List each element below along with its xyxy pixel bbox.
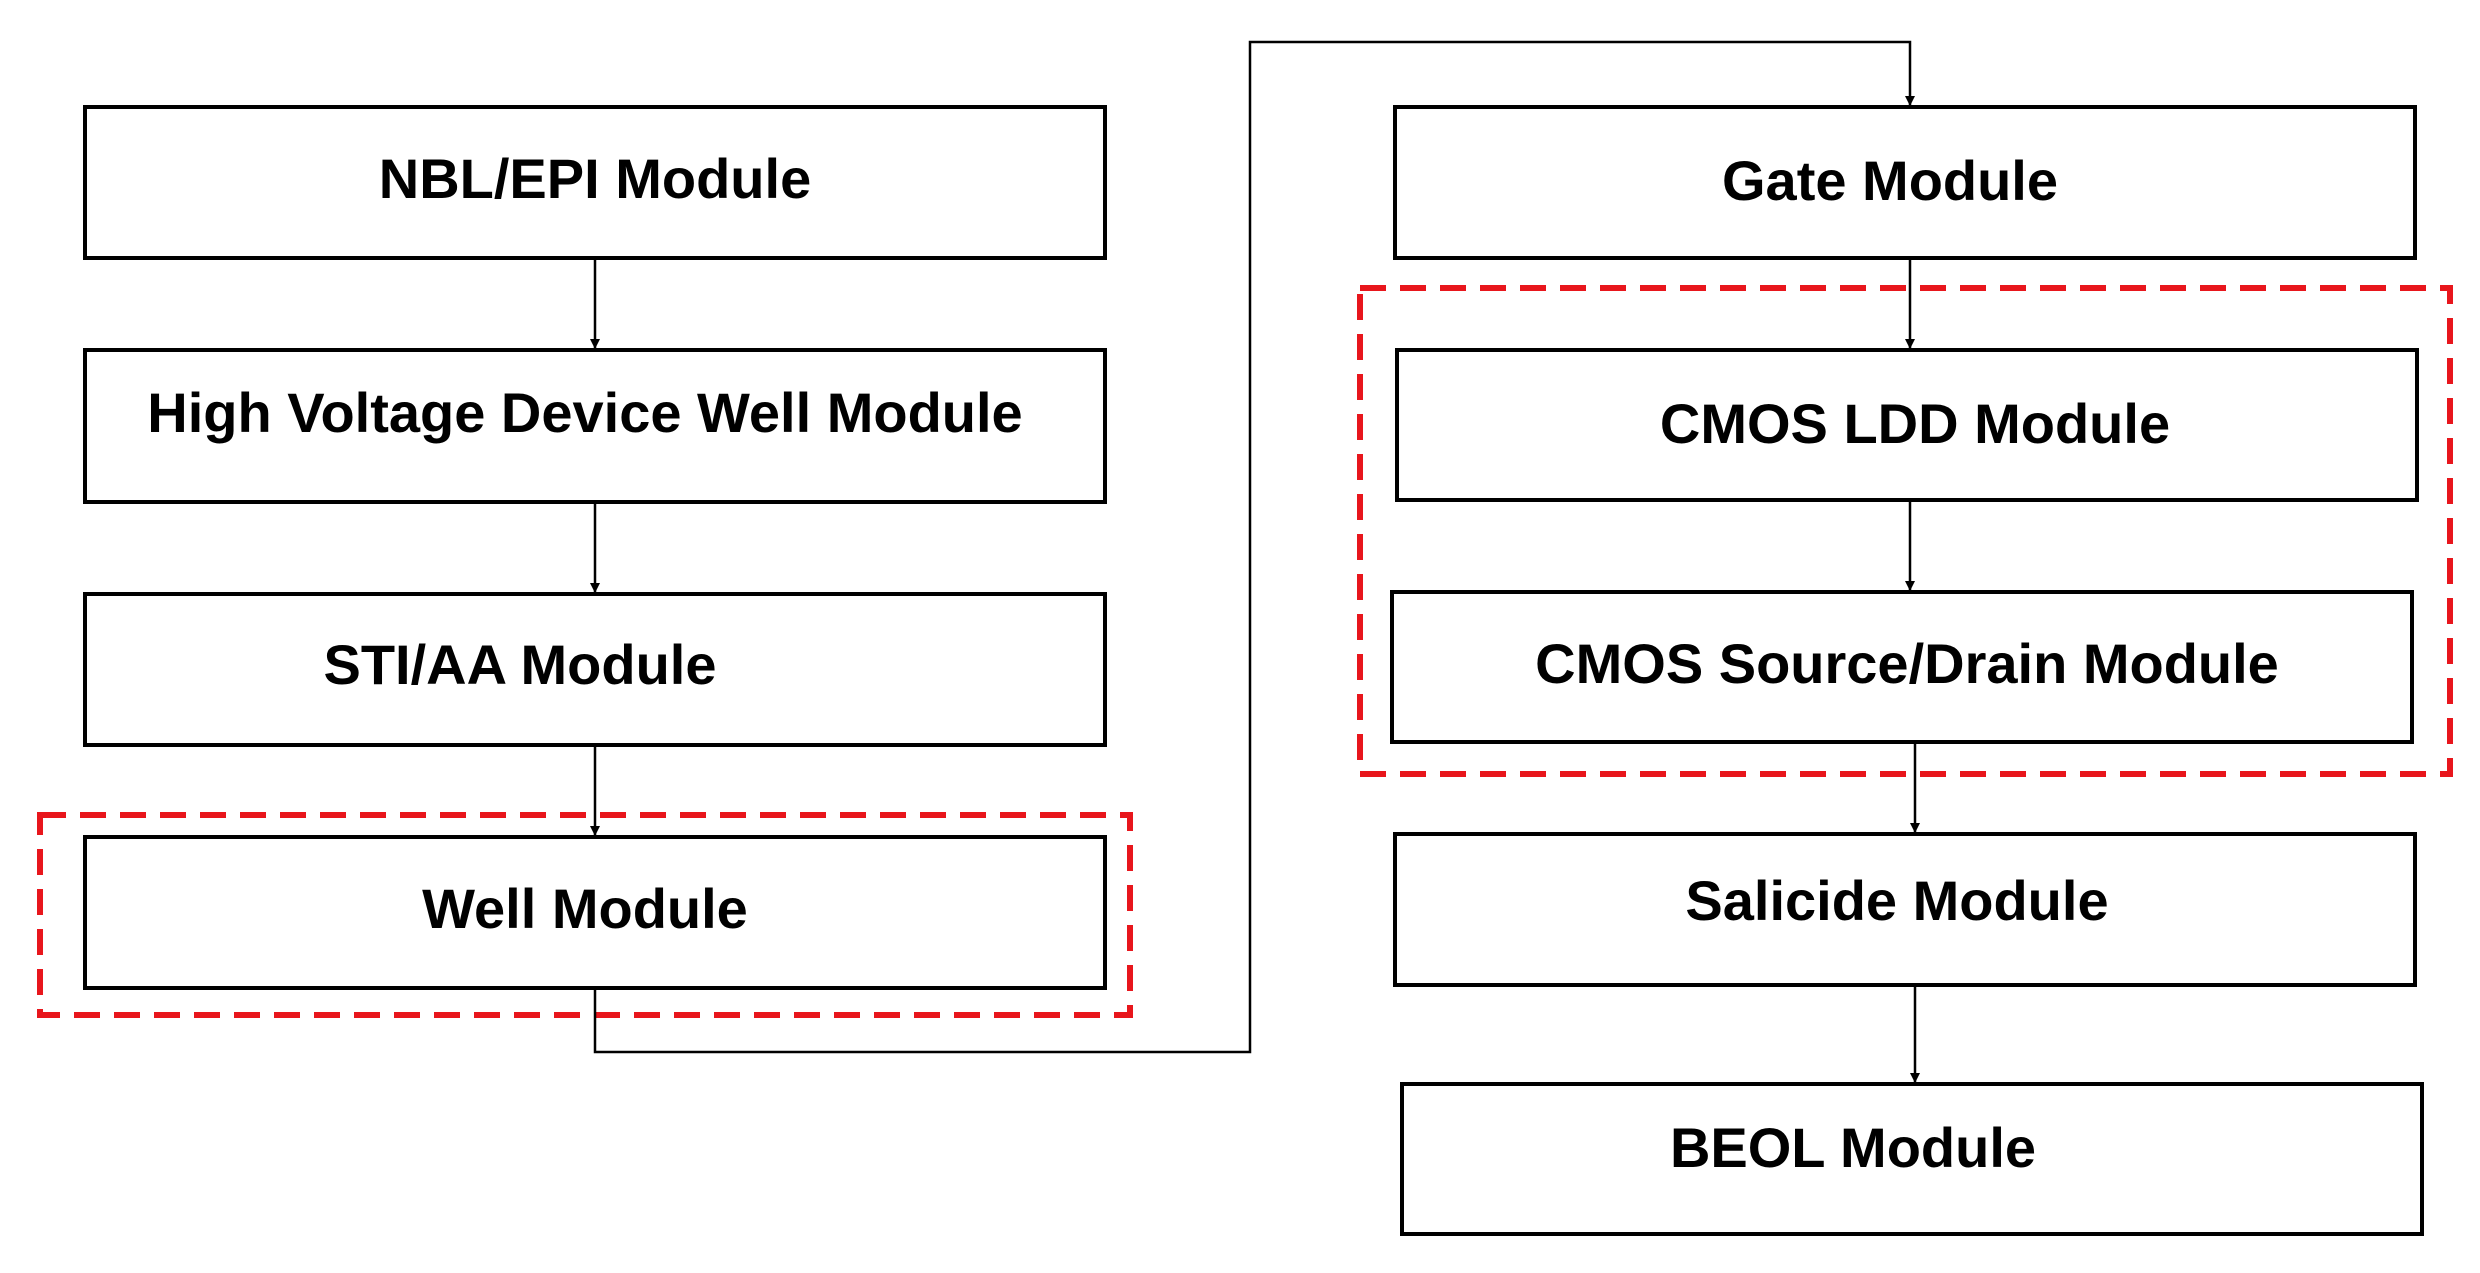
module-label: Well Module (422, 877, 748, 940)
module-box-cmos-ldd: CMOS LDD Module (1395, 348, 2419, 502)
module-box-cmos-source-drain: CMOS Source/Drain Module (1390, 590, 2414, 744)
module-label: BEOL Module (1670, 1116, 2036, 1179)
module-box-sti-aa: STI/AA Module (83, 592, 1107, 747)
module-box-gate: Gate Module (1393, 105, 2417, 260)
module-box-salicide: Salicide Module (1393, 832, 2417, 987)
module-box-nbl-epi: NBL/EPI Module (83, 105, 1107, 260)
highlight-well-module (37, 812, 1133, 1018)
module-box-well: Well Module (83, 835, 1107, 990)
module-box-beol: BEOL Module (1400, 1082, 2424, 1236)
module-label: Salicide Module (1685, 869, 2108, 932)
module-label: NBL/EPI Module (379, 147, 811, 210)
connectors (590, 40, 1920, 1083)
module-label: CMOS LDD Module (1660, 392, 2170, 455)
module-box-high-voltage-well: High Voltage Device Well Module (83, 348, 1107, 504)
module-label: STI/AA Module (323, 633, 716, 696)
module-label: CMOS Source/Drain Module (1535, 632, 2279, 695)
highlight-cmos-ldd-sd (1357, 285, 2453, 777)
module-label: Gate Module (1722, 149, 2058, 212)
arrow-well-to-gate (593, 40, 1915, 1054)
module-label: High Voltage Device Well Module (147, 381, 1022, 444)
